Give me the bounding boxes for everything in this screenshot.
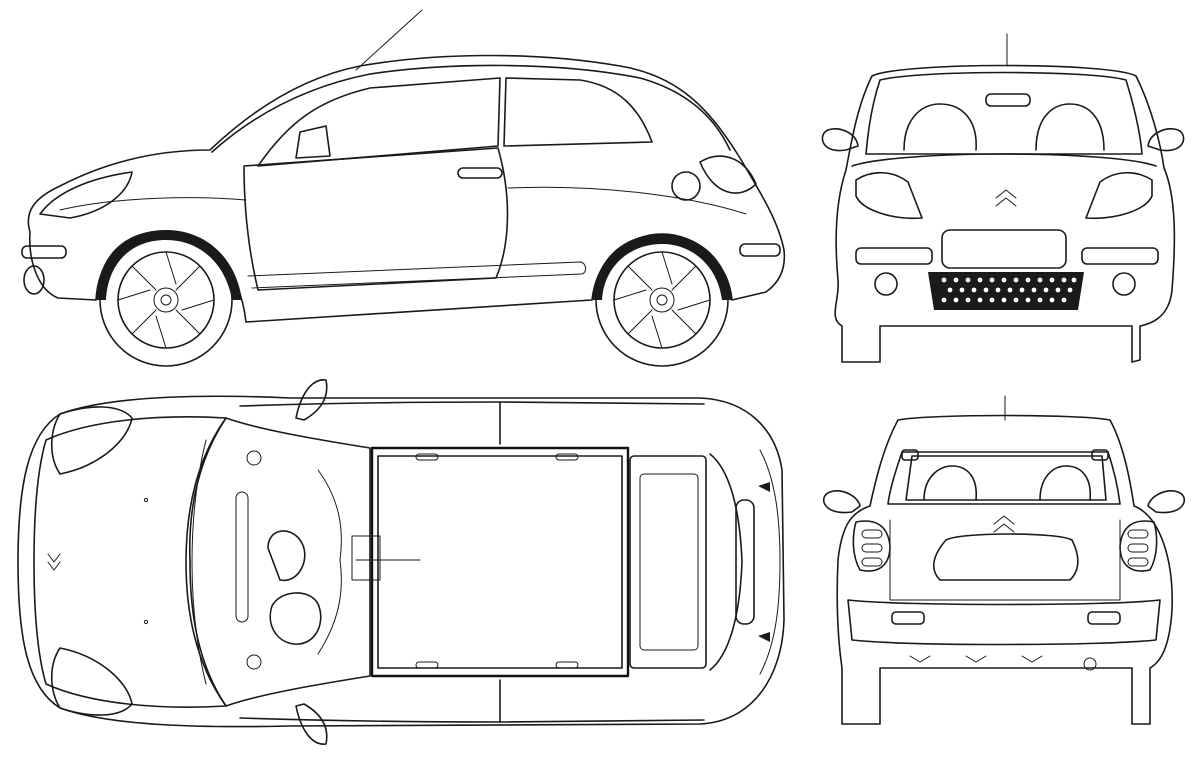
top-console [317, 469, 342, 655]
side-door [243, 147, 509, 291]
front-headlamp-left [855, 171, 923, 220]
grille-holes [941, 277, 1077, 303]
front-mirror-right [1147, 128, 1185, 152]
rear-emblem-icon [993, 515, 1015, 533]
dash-vent [235, 491, 249, 623]
front-view [821, 33, 1185, 363]
top-rear-bumper [759, 449, 781, 675]
top-hood [33, 416, 227, 708]
top-mirror-left [295, 379, 328, 421]
rear-diffuser [909, 655, 1043, 663]
antenna [355, 9, 423, 71]
upper-grille [941, 229, 1067, 269]
tailgate [889, 519, 1121, 601]
door-handle [457, 167, 503, 179]
fog-lamp-right [1112, 272, 1136, 296]
side-view [21, 9, 786, 367]
license-plate-recess [933, 533, 1079, 581]
side-tail-lamp [699, 155, 757, 194]
side-rear-marker [739, 243, 781, 257]
top-windshield [185, 417, 371, 707]
top-emblem-icon [47, 553, 61, 571]
side-fog-lamp [23, 265, 45, 295]
rear-window [887, 451, 1121, 505]
front-windshield [865, 71, 1143, 155]
front-wheel [99, 233, 233, 367]
tail-lamp-right [1119, 520, 1158, 572]
front-indicator-right [1081, 247, 1159, 265]
front-indicator-left [855, 247, 933, 265]
rear-body-outline [836, 414, 1173, 725]
top-roof-inner [377, 455, 623, 669]
top-headlamp-right [50, 647, 133, 716]
side-window-frame [211, 64, 731, 153]
top-rear-window [629, 455, 707, 669]
front-body-outline [834, 64, 1176, 363]
side-rear-window [503, 77, 653, 147]
rear-bumper [847, 599, 1161, 646]
side-mirror [295, 125, 331, 159]
front-headlamp-right [1085, 171, 1153, 220]
rear-mirror-left [822, 490, 861, 514]
rearview-mirror [985, 93, 1031, 107]
rear-seat-right [1039, 465, 1091, 501]
front-wheel-arch [96, 230, 242, 300]
top-trunk-line [709, 453, 743, 671]
body-crease-rear [507, 186, 747, 215]
front-seat-left [903, 103, 977, 151]
double-chevron-emblem-icon [995, 189, 1017, 207]
tail-lamp-left [852, 520, 891, 572]
front-mirror-left [821, 128, 859, 152]
top-seat-left [267, 530, 306, 582]
roof-latch [351, 535, 381, 581]
body-crease-front [59, 197, 247, 211]
rear-wheel-arch [592, 234, 732, 300]
hood-line [851, 153, 1157, 167]
rear-seat-left [923, 465, 977, 501]
fuel-cap [671, 171, 701, 201]
top-wiper-line [191, 439, 207, 685]
top-spoiler [735, 499, 755, 625]
top-mirror-right [295, 703, 328, 745]
rear-view [822, 395, 1186, 725]
rear-wheel [595, 233, 729, 367]
top-headlamp-left [50, 406, 133, 475]
side-front-marker [21, 245, 67, 259]
side-window-glass [257, 77, 501, 167]
exhaust-pipe [1083, 657, 1097, 671]
top-door-line-right [239, 717, 705, 723]
rear-reflector-left [891, 611, 925, 625]
top-roof-panel [370, 446, 630, 678]
top-seat-right [269, 592, 322, 645]
side-trim-strip [247, 261, 587, 289]
top-door-line-left [239, 401, 705, 407]
rear-reflector-right [1087, 611, 1121, 625]
front-seat-right [1035, 103, 1105, 151]
rear-mirror-right [1147, 490, 1186, 514]
fog-lamp-left [874, 272, 898, 296]
top-view [17, 379, 785, 745]
top-body-outline [17, 395, 785, 728]
side-headlamp [39, 171, 133, 219]
